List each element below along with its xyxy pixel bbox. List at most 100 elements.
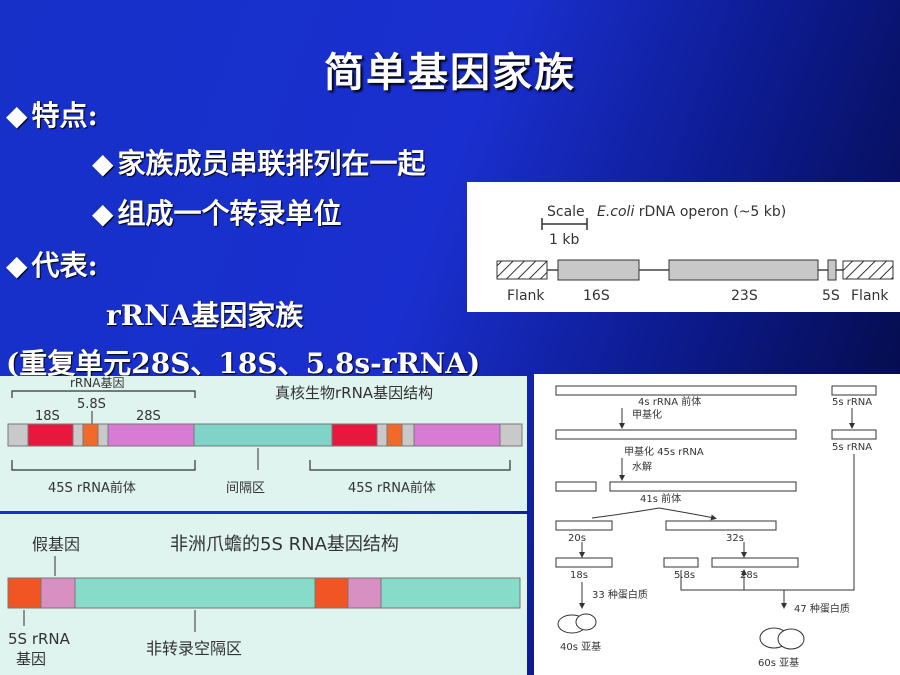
slide-title: 简单基因家族 (324, 49, 576, 96)
segment-spacer (193, 423, 333, 447)
segment-28s (107, 423, 195, 447)
bullet-unit: ◆组成一个转录单位 (92, 192, 342, 232)
pre-rrna-bar (555, 385, 797, 396)
label-28s: 28s (740, 570, 758, 581)
flank-right-label: Flank (851, 288, 889, 304)
bullet-rrna-family: rRNA基因家族 (106, 299, 304, 332)
flank-left-block (496, 260, 548, 280)
bullet-tandem: ◆家族成员串联排列在一起 (92, 142, 426, 182)
ecoli-operon-diagram: Scale 1 kb E.coli rDNA operon (~5 kb) Fl… (496, 204, 894, 304)
segment-its1 (72, 423, 84, 447)
label-5-8s: 5.8s (674, 570, 695, 581)
diamond-bullet-icon: ◆ (92, 197, 114, 230)
proteins-33-label: 33 种蛋白质 (592, 588, 648, 601)
label-5-8s: 5.8S (77, 397, 106, 412)
label-5s-b: 5s rRNA (832, 442, 872, 453)
label-28s: 28S (136, 409, 161, 424)
segment-5-8s-repeat (386, 423, 403, 447)
bullet-text: 代表: (31, 249, 98, 282)
segment-its2 (97, 423, 109, 447)
pre-41s-bar (609, 481, 797, 492)
operon-title: E.coli rDNA operon (~5 kb) (597, 204, 786, 220)
gene-5s (7, 577, 42, 609)
rrna-processing-panel: 4s rRNA 前体 甲基化 甲基化 45s rRNA 水解 41s 前体 20… (534, 374, 900, 675)
nontranscribed-spacer (74, 577, 316, 609)
scale-length: 1 kb (549, 232, 579, 248)
subunit-60s-label: 60s 亚基 (758, 656, 799, 669)
excised-5-prime-bar (555, 481, 597, 492)
bullet-representative: ◆代表: (6, 244, 98, 284)
gene-5s-label-line1: 5S rRNA (8, 630, 71, 648)
label-5s-a: 5s rRNA (832, 397, 872, 408)
label-18s: 18s (570, 570, 588, 581)
gene-23s-block (668, 259, 819, 281)
eukaryote-rrna-diagram: 真核生物rRNA基因结构 rRNA基因 18S 5.8S 28S 45S rRN… (7, 376, 523, 496)
label-18s: 18S (35, 409, 60, 424)
xenopus-5s-diagram: 非洲爪蟾的5S RNA基因结构 假基因 5S rRNA 基因 非转录空隔区 (7, 534, 521, 668)
pseudogene (40, 577, 76, 609)
bullet-text: 特点: (31, 99, 98, 132)
label-32s: 32s (726, 533, 744, 544)
eukaryote-rrna-panel: 真核生物rRNA基因结构 rRNA基因 18S 5.8S 28S 45S rRN… (0, 376, 527, 511)
segment-18s-repeat (331, 423, 378, 447)
flank-right (499, 423, 523, 447)
gene-5s-label: 5S (822, 288, 840, 304)
pre-41s-label: 41s 前体 (640, 492, 681, 505)
rrna-gene-bracket (11, 390, 196, 398)
gene-23s-label: 23S (731, 288, 758, 304)
bullet-repeat-unit: (重复单元28S、18S、5.8s-rRNA) (6, 347, 481, 380)
bullet-features: ◆特点: (6, 94, 98, 134)
spacer-label: 非转录空隔区 (146, 639, 242, 658)
precursor-right-label: 45S rRNA前体 (348, 480, 436, 496)
gene-16s-block (557, 259, 640, 281)
flank-left-label: Flank (507, 288, 545, 304)
bar-32s (665, 520, 777, 531)
diamond-bullet-icon: ◆ (92, 147, 114, 180)
bar-5s-b (831, 429, 877, 440)
precursor-left-label: 45S rRNA前体 (48, 480, 136, 496)
rrna-gene-label: rRNA基因 (70, 376, 124, 390)
precursor-bracket-left (11, 460, 196, 471)
operon-title-species: E.coli (597, 204, 634, 220)
flank-left (7, 423, 29, 447)
gene-16s-label: 16S (583, 288, 610, 304)
segment-its1-repeat (376, 423, 388, 447)
bar-28s (711, 557, 799, 568)
label-20s: 20s (568, 533, 586, 544)
segment-18s (27, 423, 74, 447)
methylation-label: 甲基化 (632, 408, 662, 421)
gene-5s-repeat (314, 577, 349, 609)
segment-5-8s (82, 423, 99, 447)
pseudogene-label: 假基因 (32, 535, 80, 554)
bar-5s-a (831, 385, 877, 396)
xenopus-title: 非洲爪蟾的5S RNA基因结构 (170, 534, 399, 555)
split-arrows (591, 507, 714, 518)
subunit-60s-lobe (777, 628, 805, 650)
bullet-text: 家族成员串联排列在一起 (117, 147, 426, 180)
rrna-processing-diagram: 4s rRNA 前体 甲基化 甲基化 45s rRNA 水解 41s 前体 20… (555, 385, 877, 669)
nontranscribed-spacer-repeat (380, 577, 521, 609)
methylated-45s-bar (555, 429, 797, 440)
pre-rrna-label: 4s rRNA 前体 (638, 395, 701, 408)
eukaryote-title: 真核生物rRNA基因结构 (275, 384, 433, 402)
path-5s-to-60s (784, 454, 855, 591)
methylated-45s-label: 甲基化 45s rRNA (624, 445, 704, 458)
subunit-40s-label: 40s 亚基 (560, 640, 601, 653)
bullet-text: 组成一个转录单位 (117, 197, 342, 230)
proteins-47-label: 47 种蛋白质 (794, 602, 850, 615)
bar-18s (555, 557, 613, 568)
diamond-bullet-icon: ◆ (6, 99, 28, 132)
subunit-40s-lobe (575, 613, 597, 631)
scale-label: Scale (547, 204, 585, 220)
gene-5s-label-line2: 基因 (16, 650, 46, 668)
operon-title-rest: rDNA operon (~5 kb) (634, 204, 786, 220)
diamond-bullet-icon: ◆ (6, 249, 28, 282)
bar-5-8s (663, 557, 699, 568)
pseudogene-repeat (347, 577, 382, 609)
ecoli-operon-panel: Scale 1 kb E.coli rDNA operon (~5 kb) Fl… (467, 182, 900, 312)
path-5-8s-28s-to-60s (680, 570, 787, 609)
hydrolysis-label: 水解 (632, 460, 652, 473)
bar-20s (555, 520, 613, 531)
segment-its2-repeat (401, 423, 415, 447)
segment-28s-repeat (413, 423, 501, 447)
